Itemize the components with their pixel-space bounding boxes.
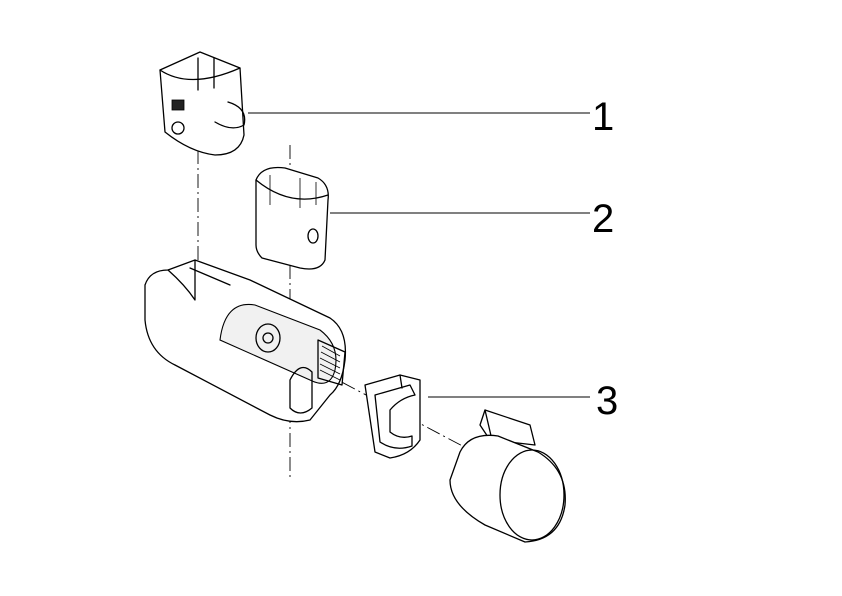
holder-body <box>144 259 347 423</box>
thread-lines <box>319 345 341 381</box>
callout-number-1: 1 <box>592 95 614 139</box>
holder-hook-slot <box>289 366 313 414</box>
callout-number-3: 3 <box>596 379 618 423</box>
part-3-insert: 3 <box>364 374 618 459</box>
part-1-rail-clip: 1 <box>159 51 614 156</box>
clip-top-edge <box>159 67 241 81</box>
sleeve-top-rim <box>255 179 329 200</box>
knob-body <box>449 434 566 543</box>
insert-face <box>374 384 416 449</box>
sleeve-body <box>255 166 329 270</box>
part-2-sleeve: 2 <box>255 166 614 270</box>
knob-end-face <box>499 449 565 541</box>
clip-body <box>159 51 245 156</box>
holder-bore <box>255 323 281 353</box>
holder-thread-boss <box>317 339 346 386</box>
knob-cap <box>449 409 566 543</box>
sleeve-screw-hole <box>307 228 319 244</box>
insert-top-edge <box>399 374 403 389</box>
holder-top-edge <box>189 267 231 286</box>
gear-logo-icon <box>171 121 185 135</box>
holder-bore-inner <box>262 332 274 344</box>
sleeve-inner-lines <box>269 175 317 208</box>
callout-number-2: 2 <box>592 197 614 241</box>
holder-cradle-cutout <box>167 259 196 301</box>
brand-logo-icon <box>171 99 185 111</box>
clip-lug <box>214 101 246 129</box>
